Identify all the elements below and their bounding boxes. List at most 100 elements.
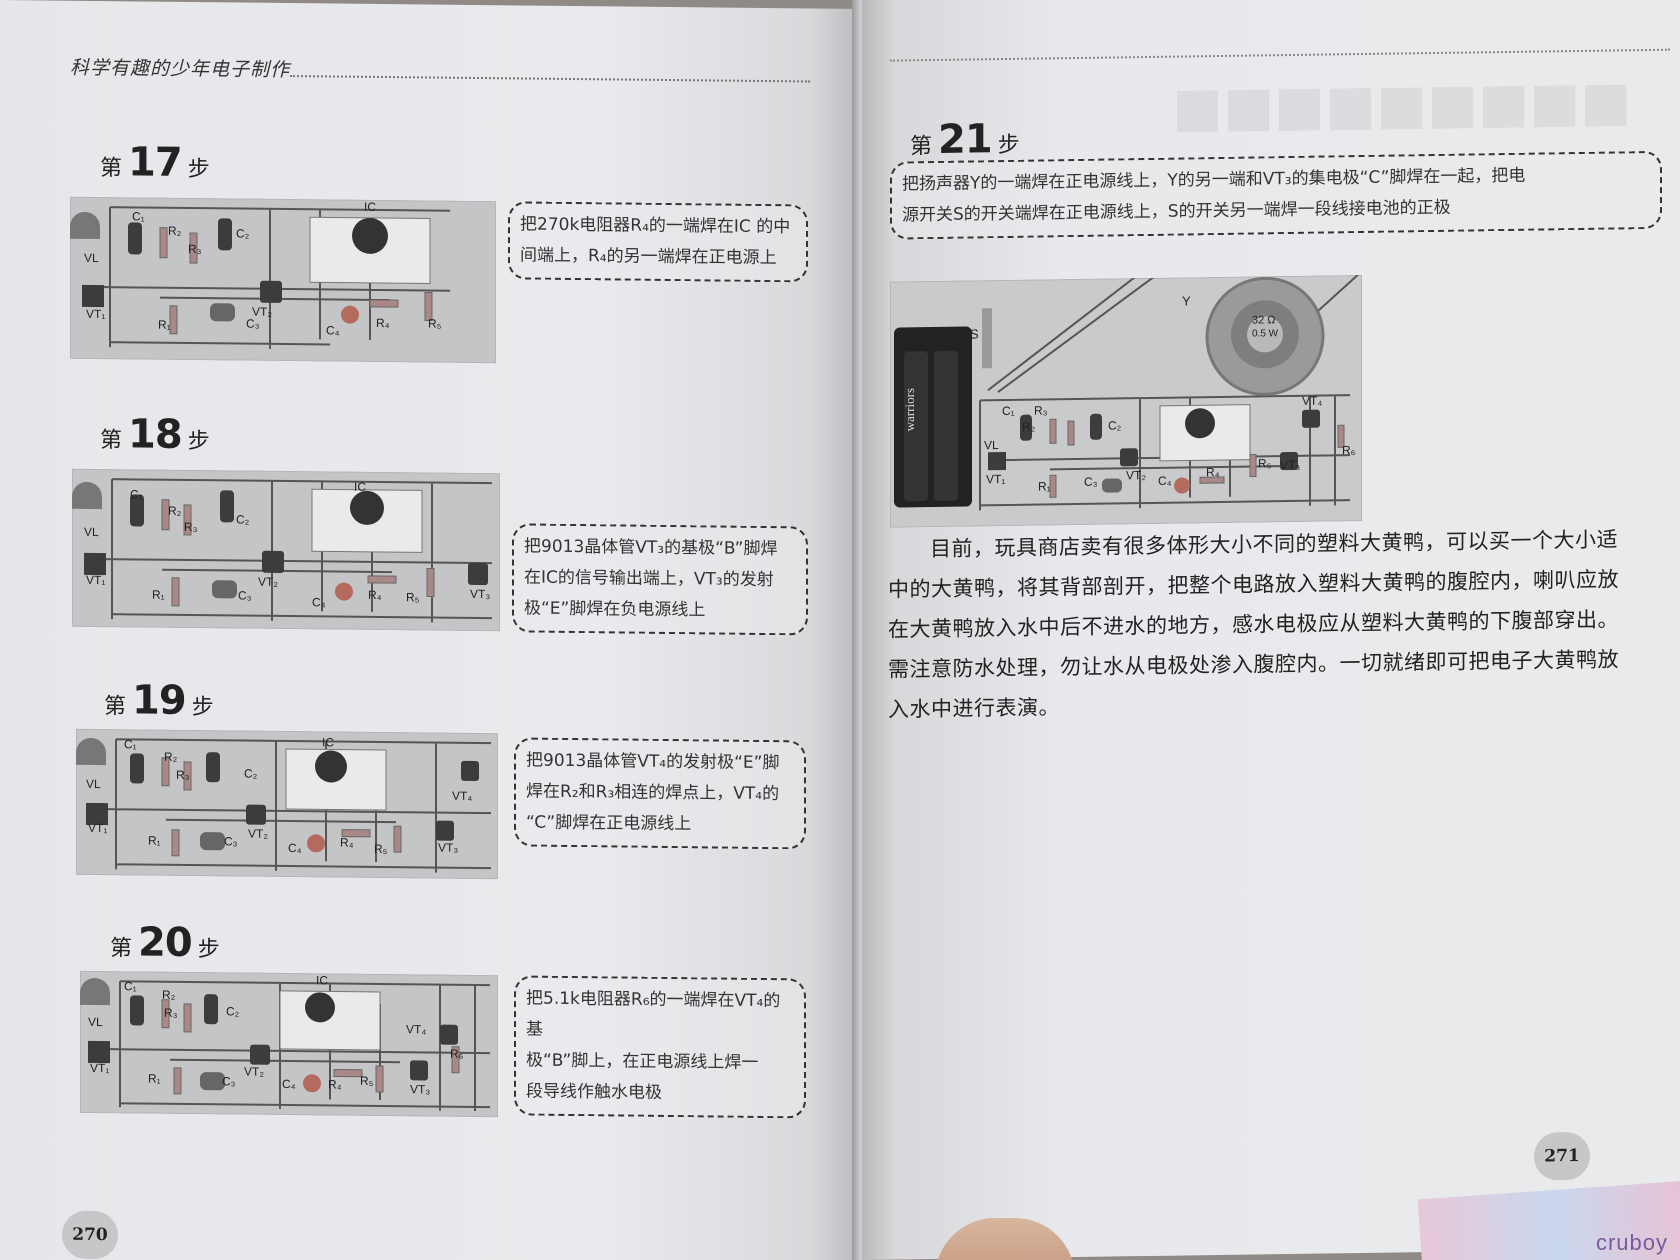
- label-r3: R₃: [184, 519, 198, 535]
- label-vt3: VT₃: [410, 1082, 431, 1097]
- label-c3: C₃: [222, 1074, 236, 1089]
- step-21-title: 第 21 步: [910, 116, 1020, 163]
- label-c3: C₃: [1084, 474, 1098, 489]
- label-c4: C₄: [288, 841, 302, 856]
- label-c2: C₂: [236, 226, 250, 241]
- step-21-caption: 把扬声器Y的一端焊在正电源线上，Y的另一端和VT₃的集电极“C”脚焊在一起，把电…: [890, 150, 1662, 240]
- label-vl: VL: [84, 524, 99, 540]
- label-r6: R₆: [450, 1046, 464, 1061]
- label-r5: R₅: [1258, 456, 1272, 471]
- label-vl: VL: [984, 438, 999, 453]
- body-paragraph: 目前，玩具商店卖有很多体形大小不同的塑料大黄鸭，可以买一个大小适 中的大黄鸭，将…: [888, 527, 1619, 722]
- label-vt1: VT₁: [88, 820, 108, 836]
- label-vt2: VT₂: [258, 574, 278, 589]
- label-r3: R₃: [176, 767, 190, 782]
- step-19-caption: 把9013晶体管VT₄的发射极“E”脚 焊在R₂和R₃相连的焊点上，VT₄的 “…: [514, 737, 806, 850]
- label-r2: R₂: [168, 503, 182, 518]
- label-r3: R₃: [1034, 403, 1048, 418]
- label-r5: R₅: [360, 1073, 374, 1088]
- label-r5: R₅: [374, 841, 388, 857]
- label-r4: R₄: [340, 835, 354, 850]
- header-rule: [290, 75, 810, 83]
- header-rule: [890, 48, 1670, 62]
- label-vl: VL: [86, 776, 101, 792]
- label-r3: R₃: [164, 1005, 178, 1020]
- label-s: S: [970, 326, 979, 342]
- label-y: Y: [1182, 293, 1191, 309]
- label-c2: C₂: [244, 766, 258, 781]
- label-r4: R₄: [368, 587, 382, 602]
- label-vt3: VT₃: [470, 586, 491, 602]
- label-vt1: VT₁: [986, 471, 1006, 487]
- circuit-illustration: [894, 275, 1362, 511]
- label-r2: R₂: [162, 987, 176, 1002]
- speaker-power: 0.5 W: [1252, 328, 1279, 340]
- circuit-illustration: [80, 978, 490, 1111]
- label-ic: IC: [316, 973, 328, 988]
- label-c3: C₃: [246, 316, 260, 331]
- label-c4: C₄: [312, 595, 326, 610]
- label-r5: R₅: [428, 316, 442, 331]
- label-c1: C₁: [130, 487, 143, 502]
- label-r1: R₁: [158, 317, 171, 332]
- page-number-right: 271: [1534, 1131, 1590, 1181]
- label-r2: R₂: [1022, 419, 1036, 434]
- label-r2: R₂: [168, 223, 182, 238]
- step-17-caption: 把270k电阻器R₄的一端焊在IC 的中 间端上，R₄的另一端焊在正电源上: [508, 201, 808, 283]
- step-17-title: 第 17 步: [100, 139, 210, 186]
- label-c1: C₁: [124, 979, 137, 994]
- label-vl: VL: [88, 1014, 103, 1030]
- label-r5: R₅: [406, 590, 420, 605]
- label-vt2: VT₂: [1126, 468, 1146, 483]
- step-19-circuit-photo: IC C₁ R₂ R₃ C₂ VL VT₁ VT₂ R₁ C₃ C₄ R₄ R₅…: [76, 728, 498, 880]
- label-r1: R₁: [152, 587, 165, 602]
- label-c2: C₂: [226, 1004, 240, 1019]
- label-r4: R₄: [376, 315, 390, 331]
- label-r1: R₁: [148, 833, 161, 848]
- running-head: 科学有趣的少年电子制作: [70, 56, 291, 82]
- label-r1: R₁: [1038, 479, 1051, 494]
- label-r2: R₂: [164, 749, 178, 764]
- step-18-title: 第 18 步: [100, 411, 210, 458]
- label-ic: IC: [354, 479, 366, 494]
- label-ic: IC: [322, 735, 334, 750]
- label-r3: R₃: [188, 241, 202, 257]
- label-vt4: VT₄: [406, 1022, 427, 1037]
- label-ic: IC: [364, 199, 376, 214]
- speaker-impedance: 32 Ω: [1252, 314, 1276, 327]
- step-20-title: 第 20 步: [110, 919, 220, 967]
- step-18-circuit-photo: IC C₁ R₂ R₃ C₂ VL VT₁ VT₂ R₁ C₃ C₄ R₄ R₅…: [72, 468, 500, 632]
- label-vt2: VT₂: [248, 826, 268, 841]
- step-20-circuit-photo: IC C₁ R₂ R₃ C₂ VL VT₁ VT₂ R₁ C₃ C₄ R₄ R₅…: [80, 970, 498, 1118]
- label-gb: GB: [916, 328, 935, 345]
- circuit-illustration: [70, 206, 450, 349]
- label-vt1: VT₁: [90, 1060, 110, 1076]
- label-c1: C₁: [124, 737, 137, 752]
- label-vt2: VT₂: [244, 1064, 264, 1079]
- step-19-title: 第 19 步: [104, 677, 214, 724]
- step-21-circuit-photo: GB S Y 32 Ω 0.5 W warriors C₁ R₂ R₃ C₂ V…: [890, 275, 1362, 528]
- battery-brand: warriors: [902, 387, 917, 432]
- label-c2: C₂: [1108, 418, 1122, 433]
- step-18-caption: 把9013晶体管VT₃的基极“B”脚焊 在IC的信号输出端上，VT₃的发射 极“…: [512, 523, 808, 636]
- label-c4: C₄: [1158, 473, 1172, 488]
- label-c3: C₃: [224, 834, 238, 849]
- show-through-shadow: ■■■■■■■■■: [1172, 69, 1632, 139]
- label-c1: C₁: [132, 209, 145, 224]
- label-c1: C₁: [1002, 403, 1015, 419]
- label-c4: C₄: [326, 323, 340, 338]
- label-c2: C₂: [236, 512, 250, 527]
- label-r4: R₄: [328, 1077, 342, 1092]
- right-page: ■■■■■■■■■ 第 21 步 把扬声器Y的一端焊在正电源线上，Y的另一端和V…: [862, 0, 1680, 1260]
- label-r6: R₆: [1342, 443, 1356, 458]
- circuit-illustration: [76, 738, 491, 873]
- label-c3: C₃: [238, 588, 252, 603]
- label-vt1: VT₁: [86, 572, 106, 588]
- label-vt4: VT₄: [1302, 393, 1323, 408]
- step-17-circuit-photo: IC C₁ R₂ R₃ C₂ VL VT₁ VT₂ R₁ C₃ C₄ R₄ R₅: [70, 196, 496, 364]
- label-c4: C₄: [282, 1076, 296, 1092]
- label-r1: R₁: [148, 1071, 161, 1086]
- label-vt4: VT₄: [452, 788, 473, 803]
- label-vl: VL: [84, 250, 99, 266]
- label-vt3: VT₃: [1280, 457, 1301, 473]
